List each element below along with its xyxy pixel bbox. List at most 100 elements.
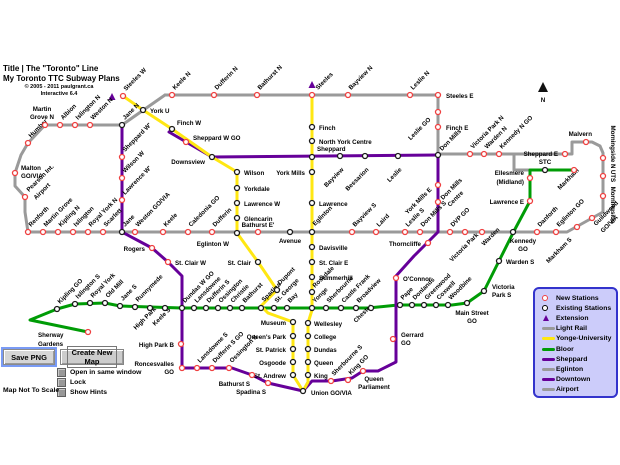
station-jane-n[interactable] (118, 121, 126, 129)
station-warden[interactable] (478, 228, 486, 236)
station-yonge[interactable] (308, 304, 316, 312)
station-sherway-gardens[interactable] (84, 328, 92, 336)
station-uts[interactable] (599, 172, 607, 180)
station-pape[interactable] (396, 301, 404, 309)
station-leslie-n[interactable] (406, 91, 414, 99)
station-wilson[interactable] (233, 168, 241, 176)
station-king[interactable] (304, 371, 312, 379)
station-yorkdale[interactable] (233, 184, 241, 192)
station-york-mills-e[interactable] (434, 181, 442, 189)
station-union-go-via[interactable] (299, 387, 307, 395)
station-lawrence[interactable] (308, 199, 316, 207)
station-wellesley[interactable] (304, 319, 312, 327)
station-broadview[interactable] (352, 304, 360, 312)
station-warden-n[interactable] (480, 150, 488, 158)
station-queen[interactable] (304, 358, 312, 366)
station-bathurst-s[interactable] (248, 371, 256, 379)
station-royal-york-n[interactable] (84, 228, 92, 236)
station-college[interactable] (304, 332, 312, 340)
station-steeles[interactable] (308, 91, 316, 99)
station-renforth[interactable] (24, 228, 32, 236)
station-coxwell[interactable] (432, 301, 440, 309)
station-finch[interactable] (308, 123, 316, 131)
station-high-park-b[interactable] (177, 340, 185, 348)
station-st-patrick[interactable] (289, 345, 297, 353)
station-leslie-s[interactable] (401, 228, 409, 236)
create-new-map-button[interactable]: Create New Map (60, 346, 124, 368)
station-malvern[interactable] (582, 138, 590, 146)
station-osgoode[interactable] (289, 358, 297, 366)
station-leslie-go[interactable] (434, 108, 442, 116)
station-roncesvalles-go[interactable] (178, 364, 186, 372)
station-bayview-s[interactable] (348, 228, 356, 236)
station-st-clair-w[interactable] (164, 258, 172, 266)
station-islington-n[interactable] (71, 121, 79, 129)
station-york-u[interactable] (139, 106, 147, 114)
station-victoria-park-n[interactable] (466, 150, 474, 158)
station-st-george[interactable] (270, 304, 278, 312)
station-victoria-park[interactable] (461, 228, 469, 236)
station-ossington-s[interactable] (225, 364, 233, 372)
station-davisville[interactable] (308, 243, 316, 251)
station-dupont[interactable] (273, 286, 281, 294)
station-keele-s[interactable] (161, 304, 169, 312)
station-chester[interactable] (367, 304, 375, 312)
station-rogers[interactable] (148, 244, 156, 252)
station-eglinton[interactable] (308, 228, 316, 236)
station-lansdowne-s[interactable] (193, 364, 201, 372)
station-gerrard-go[interactable] (389, 335, 397, 343)
station-dvp-go[interactable] (446, 228, 454, 236)
station-morningside[interactable] (599, 192, 607, 200)
station-humber[interactable] (24, 139, 32, 147)
station-main-street-go[interactable] (463, 299, 471, 307)
station-lawrence-e[interactable] (526, 197, 534, 205)
station-leslie[interactable] (394, 152, 402, 160)
station-greenwood[interactable] (420, 301, 428, 309)
station-ossington[interactable] (214, 304, 222, 312)
station-kennedy-go[interactable] (509, 228, 517, 236)
station-malton-go-via[interactable] (11, 169, 19, 177)
station-lansdowne[interactable] (190, 304, 198, 312)
station-bathurst[interactable] (238, 304, 246, 312)
station-weston-n[interactable] (86, 121, 94, 129)
station-sherbourne[interactable] (322, 304, 330, 312)
station-martin-grove-n[interactable] (41, 121, 49, 129)
station-dufferin-s-go[interactable] (208, 364, 216, 372)
station-caledonia-go[interactable] (184, 228, 192, 236)
station-martin-grove[interactable] (39, 228, 47, 236)
station-kennedy-n-go[interactable] (495, 150, 503, 158)
station-wilson-w[interactable] (118, 174, 126, 182)
station-high-park[interactable] (146, 304, 154, 312)
station-don-mills-centre[interactable] (434, 198, 442, 206)
station-laird[interactable] (372, 228, 380, 236)
station-eglinton-w[interactable] (233, 229, 241, 237)
station-bathurst-n[interactable] (253, 91, 261, 99)
station-castle-frank[interactable] (337, 304, 345, 312)
station-bessarion[interactable] (361, 152, 369, 160)
station-avenue[interactable] (286, 228, 294, 236)
station-albion[interactable] (56, 121, 64, 129)
station-keele[interactable] (159, 228, 167, 236)
station-old-mill[interactable] (101, 299, 109, 307)
station-steeles-e[interactable] (434, 91, 442, 99)
station-st-andrew[interactable] (289, 371, 297, 379)
station-bathurst-e[interactable] (254, 228, 262, 236)
station-spadina-s[interactable] (264, 379, 272, 387)
station-york-mills[interactable] (308, 168, 316, 176)
station-stc[interactable] (541, 166, 549, 174)
checkbox-show-hints[interactable] (57, 387, 66, 397)
station-don-mills[interactable] (434, 151, 442, 159)
station-lawrence-w[interactable] (233, 199, 241, 207)
station-museum[interactable] (289, 318, 297, 326)
station-royal-york[interactable] (86, 299, 94, 307)
station-queen-s-park[interactable] (289, 332, 297, 340)
station-eglinton-go[interactable] (552, 228, 560, 236)
station-glencarin[interactable] (233, 214, 241, 222)
station-st-clair[interactable] (254, 258, 262, 266)
station-markham[interactable] (570, 166, 578, 174)
station-queen-parliament[interactable] (359, 367, 367, 375)
station-sheppard[interactable] (308, 153, 316, 161)
station-dufferin-s[interactable] (202, 304, 210, 312)
station-st-clair-e[interactable] (308, 258, 316, 266)
